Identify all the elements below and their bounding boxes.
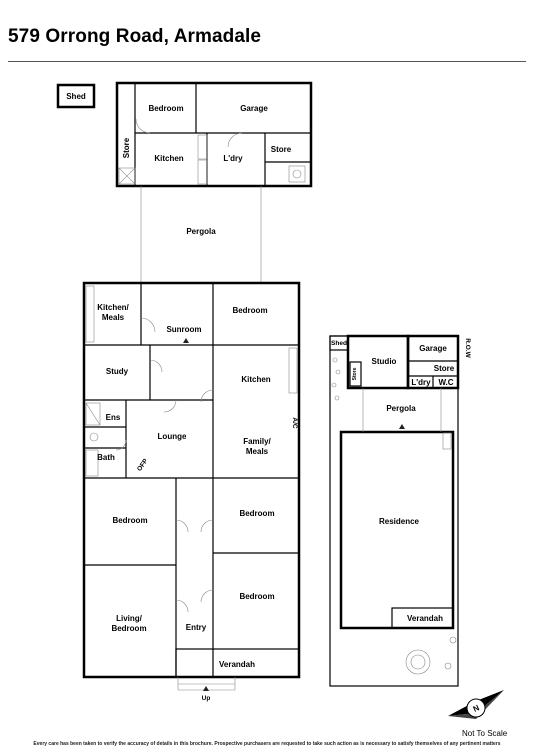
ofp-label: OFP bbox=[136, 457, 150, 473]
site-studio-label: Studio bbox=[372, 357, 397, 366]
sunroom-label: Sunroom bbox=[166, 325, 201, 334]
site-shed-label: Shed bbox=[331, 340, 347, 347]
bedroom-w-label: Bedroom bbox=[112, 516, 147, 525]
study-label: Study bbox=[106, 367, 129, 376]
title-divider bbox=[8, 61, 526, 62]
lounge-label: Lounge bbox=[158, 432, 187, 441]
main-residence bbox=[82, 281, 301, 679]
site-store-small-label: Store bbox=[352, 367, 358, 380]
living-bedroom-label-2: Bedroom bbox=[111, 624, 146, 633]
bedroom-e1-label: Bedroom bbox=[239, 509, 274, 518]
bedroom-e2-label: Bedroom bbox=[239, 592, 274, 601]
kitchen-main-label: Kitchen bbox=[241, 375, 270, 384]
ldry-label: L'dry bbox=[223, 154, 243, 163]
pergola-label: Pergola bbox=[186, 227, 216, 236]
svg-text:N: N bbox=[472, 703, 481, 714]
garage-label: Garage bbox=[240, 104, 268, 113]
verandah bbox=[175, 648, 300, 691]
bath-label: Bath bbox=[97, 453, 115, 462]
family-meals-label-2: Meals bbox=[246, 447, 269, 456]
site-garage-label: Garage bbox=[419, 344, 447, 353]
site-verandah-label: Verandah bbox=[407, 614, 443, 623]
kitchen-meals-label-1: Kitchen/ bbox=[97, 303, 129, 312]
disclaimer-text: Every care has been taken to verify the … bbox=[33, 741, 501, 747]
living-bedroom-label-1: Living/ bbox=[116, 614, 143, 623]
site-wc-label: W.C bbox=[438, 378, 453, 387]
up-label: Up bbox=[202, 695, 211, 702]
kitchen-meals-label-2: Meals bbox=[102, 313, 125, 322]
rear-outbuilding bbox=[115, 81, 313, 188]
family-meals-label-1: Family/ bbox=[243, 437, 271, 446]
pergola bbox=[140, 186, 262, 283]
scale-note: Not To Scale bbox=[462, 729, 508, 738]
shed-outline bbox=[56, 83, 96, 109]
site-pergola-label: Pergola bbox=[386, 404, 416, 413]
bedroom-top-label: Bedroom bbox=[148, 104, 183, 113]
store-left-label: Store bbox=[122, 137, 131, 158]
site-ldry-label: L'dry bbox=[411, 378, 431, 387]
kitchen-top-label: Kitchen bbox=[154, 154, 183, 163]
site-store-label: Store bbox=[434, 364, 455, 373]
site-plan bbox=[329, 334, 460, 687]
page-title: 579 Orrong Road, Armadale bbox=[8, 26, 262, 47]
north-compass-icon: N bbox=[448, 690, 504, 719]
entry-label: Entry bbox=[186, 623, 207, 632]
ens-label: Ens bbox=[106, 413, 121, 422]
site-residence-label: Residence bbox=[379, 517, 420, 526]
store-right-label: Store bbox=[271, 145, 292, 154]
bedroom-ne-label: Bedroom bbox=[232, 306, 267, 315]
site-row-label: R.O.W bbox=[464, 338, 471, 358]
shed-label: Shed bbox=[66, 92, 86, 101]
ac-label: A/C bbox=[291, 417, 298, 429]
verandah-label: Verandah bbox=[219, 660, 255, 669]
